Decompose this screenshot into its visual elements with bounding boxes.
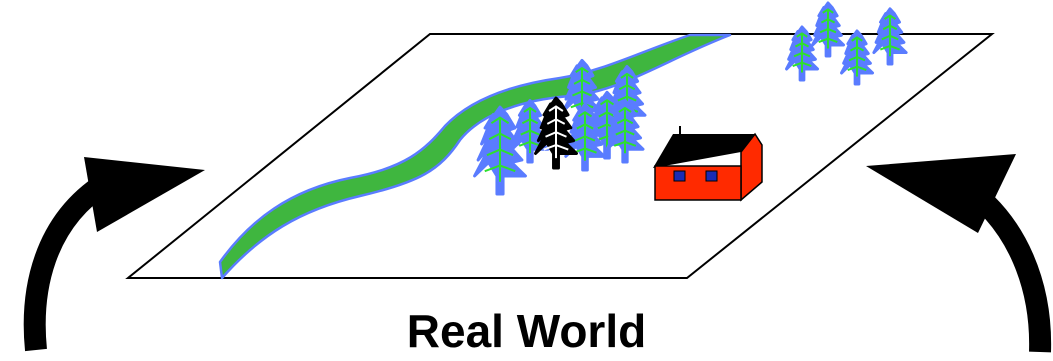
house-window-left: [674, 171, 685, 181]
house-window-right: [706, 171, 717, 181]
house-front-wall: [655, 166, 741, 200]
caption-real-world: Real World: [0, 306, 1053, 356]
